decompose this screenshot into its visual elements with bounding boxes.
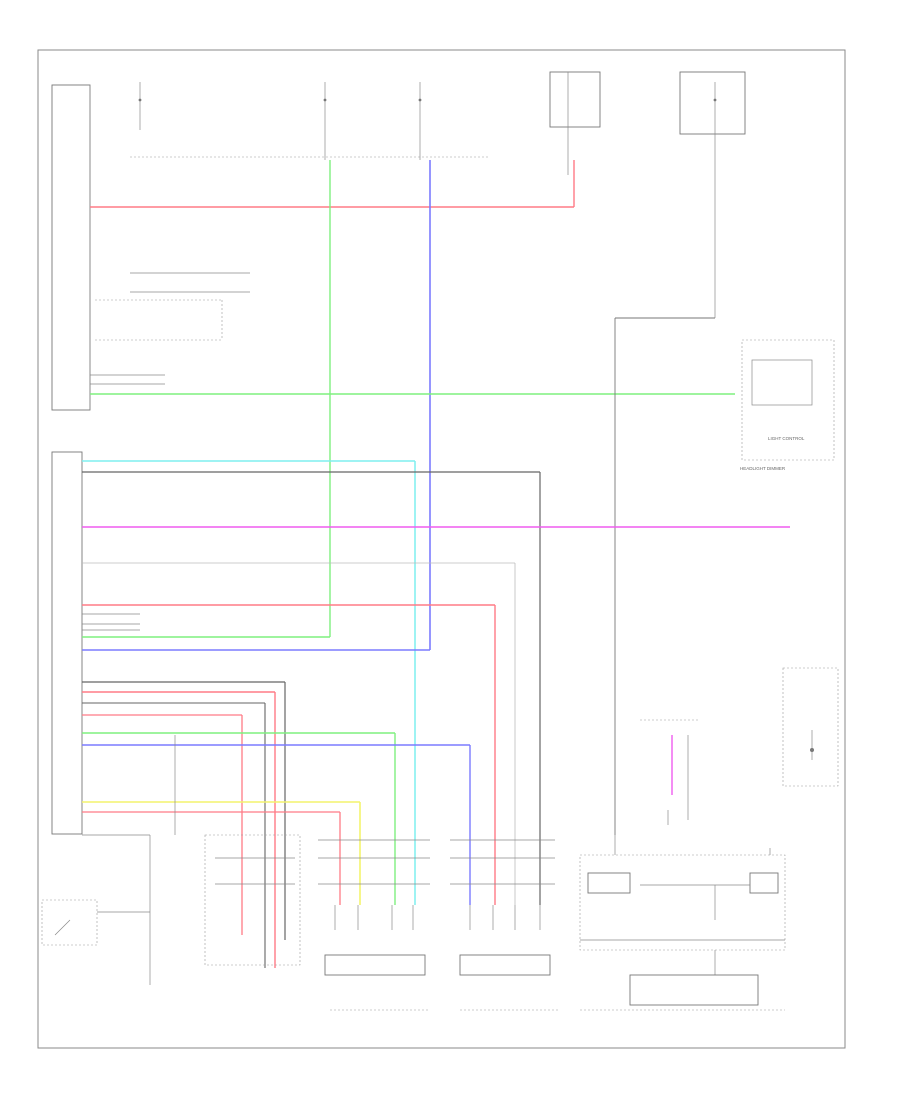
headlight-dimmer-switch-block: LIGHT CONTROL HEADLIGHT DIMMER xyxy=(740,339,835,471)
relay-box-b xyxy=(679,71,746,318)
connector-ticks xyxy=(334,905,541,930)
svg-text:HEADLIGHT DIMMER: HEADLIGHT DIMMER xyxy=(740,466,786,471)
leveling-switch-block xyxy=(41,834,151,985)
svg-text:LIGHT CONTROL: LIGHT CONTROL xyxy=(768,436,805,441)
headlight-ecu-box xyxy=(51,451,83,835)
rear-height-sensor-block xyxy=(204,834,301,966)
relay-box-a xyxy=(549,71,601,175)
combination-meter-block xyxy=(579,835,786,1011)
right-switch-block xyxy=(640,667,839,825)
left-headlight-actuator-block xyxy=(318,839,430,1011)
main-body-ecu-box xyxy=(51,84,91,411)
diagram-frame xyxy=(37,49,846,1049)
headlight-ecu-block xyxy=(51,451,83,835)
mainbody-internal xyxy=(90,272,250,385)
main-body-ecu-block xyxy=(51,84,91,411)
fuse-group-top xyxy=(130,82,490,160)
right-headlight-actuator-block xyxy=(450,839,560,1011)
